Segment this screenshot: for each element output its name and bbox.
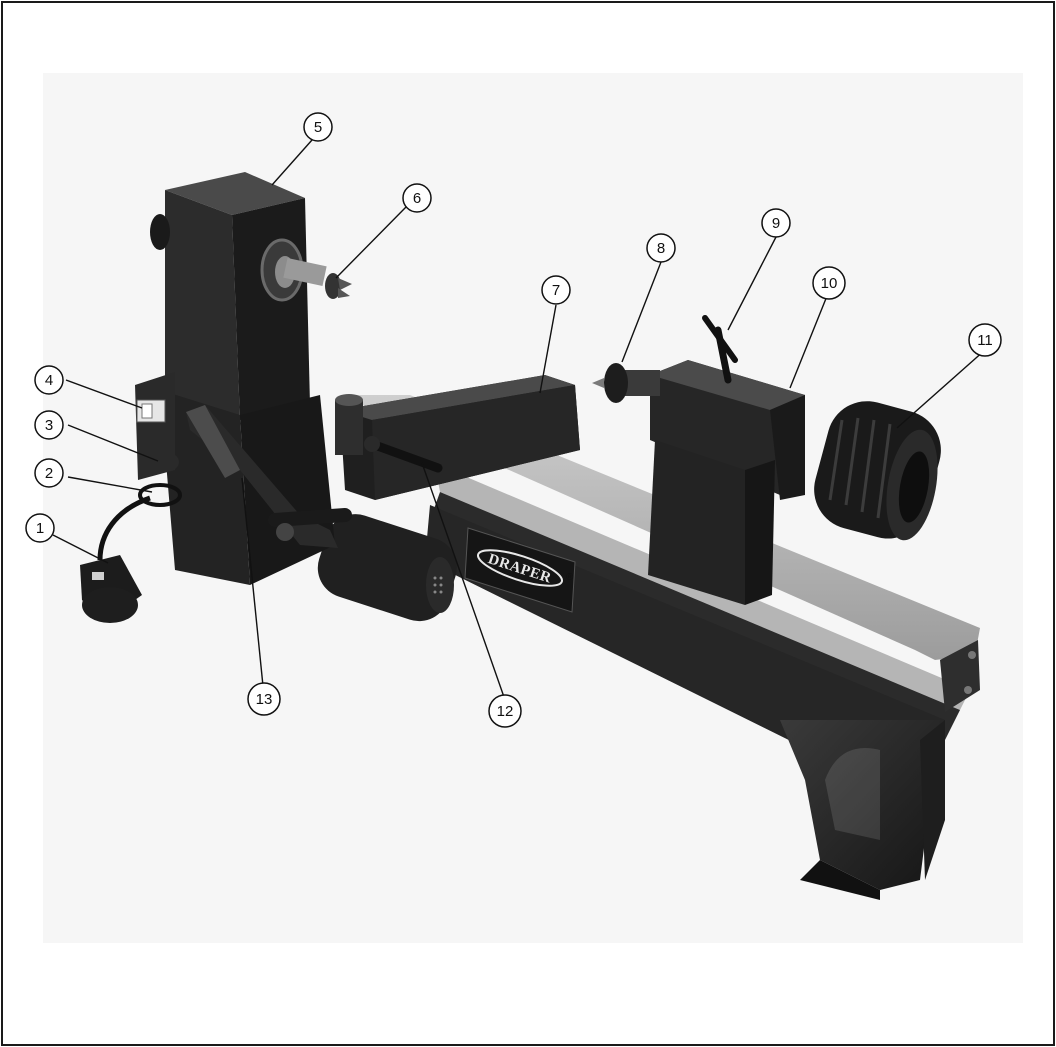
callout-13: 13	[248, 683, 280, 715]
callout-8-number: 8	[657, 240, 665, 257]
callout-8: 8	[647, 234, 675, 262]
callout-11: 11	[969, 324, 1001, 356]
callout-4: 4	[35, 366, 63, 394]
callout-9-number: 9	[772, 215, 780, 232]
callout-10: 10	[813, 267, 845, 299]
callout-11-number: 11	[977, 332, 993, 349]
callout-3: 3	[35, 411, 63, 439]
tailstock-handwheel	[805, 392, 950, 547]
callout-12-number: 12	[497, 703, 514, 720]
callout-5: 5	[304, 113, 332, 141]
power-cable	[100, 498, 150, 560]
tailstock-end-foot	[780, 720, 945, 900]
power-switch	[137, 400, 165, 422]
mains-plug	[80, 555, 142, 623]
callout-6: 6	[403, 184, 431, 212]
callout-4-number: 4	[45, 372, 53, 389]
callout-9: 9	[762, 209, 790, 237]
callout-1: 1	[26, 514, 54, 542]
callout-6-number: 6	[413, 190, 421, 207]
live-centre	[592, 363, 628, 403]
callout-13-number: 13	[256, 691, 273, 708]
callout-2: 2	[35, 459, 63, 487]
callout-12: 12	[489, 695, 521, 727]
callout-5-number: 5	[314, 119, 322, 136]
brand-registered-mark: ®	[566, 572, 574, 583]
tailstock-quill	[625, 370, 660, 396]
callout-1-number: 1	[36, 520, 44, 537]
callout-2-number: 2	[45, 465, 53, 482]
callout-7-number: 7	[552, 282, 560, 299]
speed-control-knob	[151, 452, 179, 472]
callout-7: 7	[542, 276, 570, 304]
callout-10-number: 10	[821, 275, 838, 292]
callout-3-number: 3	[45, 417, 53, 434]
